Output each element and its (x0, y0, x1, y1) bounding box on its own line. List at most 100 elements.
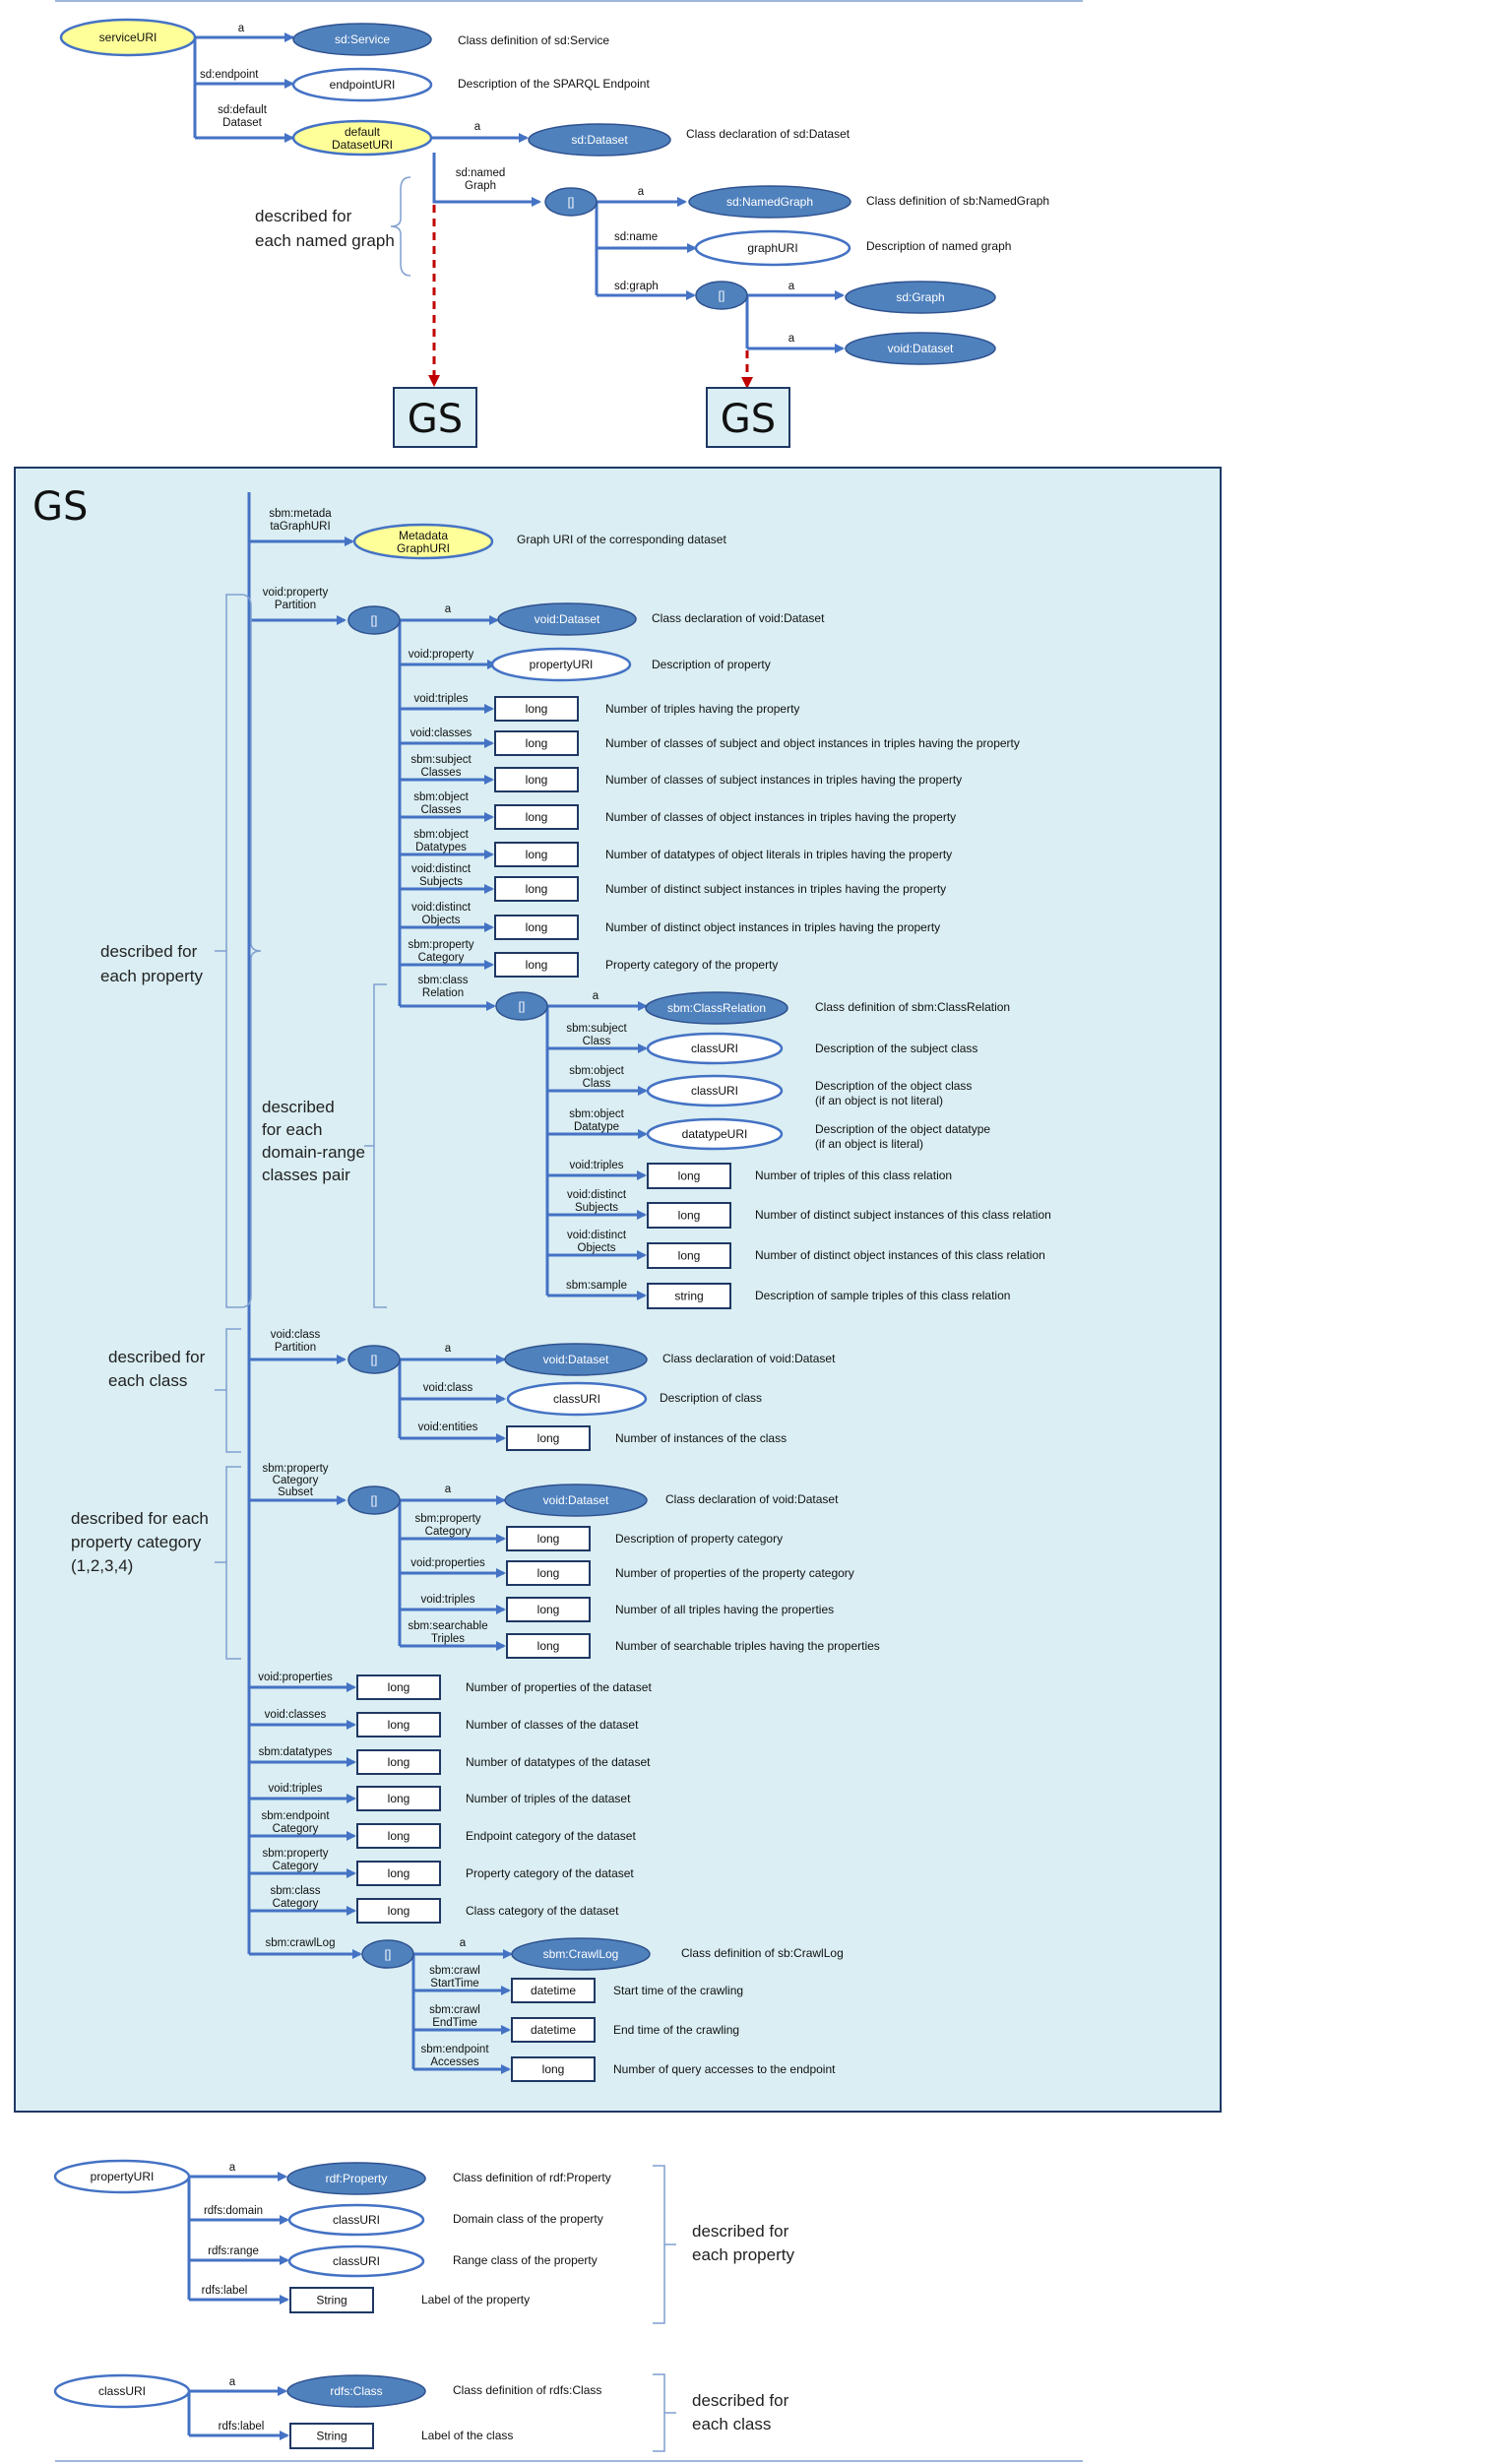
cp-pred-0: void:class (423, 1382, 473, 1394)
gs-box-1-label: GS (408, 397, 463, 442)
pp-pred-7-line2: Objects (422, 915, 461, 926)
crawllog-node-shape (511, 1937, 651, 1971)
pc-node-1-label: long (537, 1566, 560, 1580)
cl-node-1-shape (511, 2017, 596, 2043)
pc-class-desc: Class declaration of void:Dataset (665, 1492, 839, 1506)
cr-class-node-shape (645, 991, 788, 1025)
class-label-node-label: String (316, 2430, 346, 2443)
endpointURI-node-shape (291, 67, 433, 102)
ds-desc-4: Endpoint category of the dataset (466, 1829, 636, 1843)
bnode-named-graph-shape (544, 187, 598, 217)
cr-node-1-label: classURI (691, 1084, 738, 1098)
pred-default-line2: Dataset (222, 117, 262, 129)
pp-node-1-label: long (526, 702, 548, 716)
cr-node-5-label: long (678, 1249, 701, 1263)
gs-box-2 (706, 387, 790, 448)
void-dataset-top-node-label: void:Dataset (888, 342, 954, 355)
cr-pred-4-line2: Subjects (575, 1202, 618, 1214)
cr-pred-2-line2: Datatype (574, 1121, 619, 1133)
propertyURI-node-label: propertyURI (91, 2170, 155, 2183)
cr-node-2-shape (646, 1117, 784, 1151)
pp-node-2-label: long (526, 736, 548, 750)
pp-desc-8: Property category of the property (605, 958, 778, 972)
bnode-class-partition-shape (347, 1345, 401, 1374)
pp-pred-8-line2: Category (418, 952, 465, 964)
pred-rdfs-label-class: rdfs:label (219, 2421, 265, 2432)
cl-pred-0-line2: StartTime (430, 1978, 478, 1990)
bnode-property-category-shape (347, 1485, 401, 1515)
brace-pc-line1: described for each (71, 1509, 209, 1528)
ds-desc-5: Property category of the dataset (466, 1866, 634, 1880)
range-classURI-node-label: classURI (333, 2254, 380, 2268)
pc-desc-3: Number of searchable triples having the … (615, 1639, 880, 1653)
cl-node-1-label: datetime (531, 2023, 576, 2037)
gs-box-1 (393, 387, 477, 448)
cl-class-desc: Class definition of sb:CrawlLog (681, 1946, 844, 1960)
ds-pred-6-line1: sbm:class (270, 1885, 320, 1897)
pc-desc-2: Number of all triples having the propert… (615, 1603, 834, 1616)
serviceURI-node-label: serviceURI (99, 31, 158, 44)
ds-pred-4-line2: Category (273, 1823, 319, 1835)
pp-pred-6-line1: void:distinct (411, 863, 472, 875)
cr-pred-3: void:triples (570, 1160, 624, 1171)
gs-box-2-label: GS (721, 397, 776, 442)
namedgraph-desc: Class definition of sb:NamedGraph (866, 194, 1049, 208)
ds-pred-5-line1: sbm:property (262, 1848, 328, 1860)
cp-void-dataset-node-label: void:Dataset (543, 1353, 609, 1366)
cr-node-4-label: long (678, 1209, 701, 1223)
ds-node-4-shape (356, 1823, 441, 1849)
ds-node-6-label: long (388, 1904, 410, 1918)
pp-node-5-label: long (526, 848, 548, 861)
cr-desc-2-line1: Description of the object datatype (815, 1122, 990, 1136)
brace-bottom-class-line2: each class (692, 2415, 771, 2433)
pc-node-1-shape (506, 1560, 591, 1586)
metadata-graph-node-shape (352, 523, 494, 560)
pred-a-cp: a (445, 1343, 452, 1355)
bnode-property-partition-label: [] (371, 613, 378, 627)
pred-metadata-graph-line1: sbm:metada (269, 508, 332, 520)
cr-pred-2-line1: sbm:object (569, 1108, 624, 1120)
sd-namedgraph-node-label: sd:NamedGraph (726, 195, 813, 209)
pc-pred-1: void:properties (410, 1557, 485, 1569)
pred-endpoint: sd:endpoint (200, 69, 259, 81)
pred-sd-graph: sd:graph (614, 281, 659, 292)
ds-node-0-label: long (388, 1680, 410, 1694)
void-dataset-top-node-shape (845, 332, 996, 365)
brace-pc-line2: property category (71, 1533, 202, 1551)
cl-node-2-label: long (542, 2062, 565, 2076)
pred-a-service: a (238, 23, 245, 34)
bnode-graph-shape (695, 281, 748, 310)
pp-node-0-label: propertyURI (530, 658, 594, 671)
default-dataset-node-shape (291, 119, 433, 157)
cp-desc-1: Number of instances of the class (615, 1431, 787, 1445)
pp-node-6-shape (494, 876, 579, 902)
cl-desc-0: Start time of the crawling (613, 1984, 743, 1997)
pp-pred-2: void:classes (410, 727, 472, 739)
gs-panel-title: GS (32, 484, 88, 530)
ds-pred-5-line2: Category (273, 1861, 319, 1872)
cl-desc-1: End time of the crawling (613, 2023, 739, 2037)
pc-node-0-shape (506, 1526, 591, 1551)
cl-node-2-shape (511, 2056, 596, 2082)
cr-desc-0: Description of the subject class (815, 1042, 977, 1055)
pp-node-8-shape (494, 952, 579, 978)
cr-desc-6: Description of sample triples of this cl… (755, 1289, 1010, 1302)
range-desc: Range class of the property (453, 2253, 598, 2267)
ds-desc-1: Number of classes of the dataset (466, 1718, 639, 1732)
sd-graph-node-label: sd:Graph (896, 290, 944, 304)
pp-pred-5-line2: Datatypes (415, 842, 467, 853)
pp-pred-3-line2: Classes (421, 767, 462, 779)
brace-named-graph (390, 176, 411, 277)
brace-bottom-property (653, 2165, 665, 2324)
cp-pred-1: void:entities (418, 1422, 478, 1433)
pred-a-pc: a (445, 1484, 452, 1495)
pp-node-4-shape (494, 804, 579, 830)
pp-node-3-shape (494, 767, 579, 792)
pc-node-2-label: long (537, 1603, 560, 1616)
pred-class-partition-line1: void:class (271, 1329, 321, 1341)
cr-pred-5-line2: Objects (578, 1242, 616, 1254)
prop-label-desc: Label of the property (421, 2293, 530, 2306)
pred-a-void-dataset: a (788, 333, 795, 345)
cl-pred-1-line1: sbm:crawl (429, 2004, 480, 2016)
ds-node-2-label: long (388, 1755, 410, 1769)
